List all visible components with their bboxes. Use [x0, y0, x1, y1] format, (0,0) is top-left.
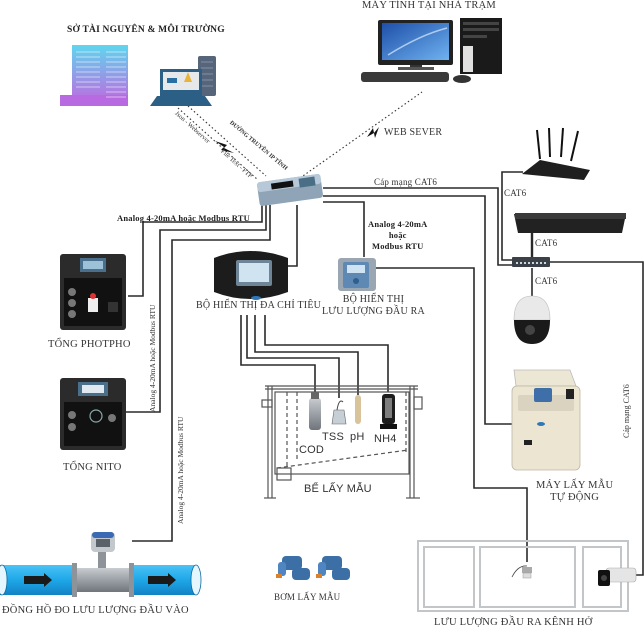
outflow-line2: LƯU LƯỢNG ĐẦU RA	[322, 306, 425, 317]
analog-modbus-label: Analog 4-20mA hoặc Modbus RTU	[117, 213, 251, 223]
lightning-icon	[367, 127, 379, 138]
wires	[124, 171, 644, 576]
flow-display-icon	[338, 258, 376, 291]
cat6-cable-label: Cáp mạng CAT6	[374, 177, 438, 187]
tss-sensor-icon	[331, 400, 347, 425]
controller-display-icon	[214, 251, 288, 300]
wire-router	[501, 171, 523, 261]
wire-ph	[254, 315, 359, 395]
department-label: SỞ TÀI NGUYÊN & MÔI TRƯỜNG	[67, 25, 225, 35]
cat6-nvr-label: CAT6	[535, 238, 558, 248]
wire-nh4	[264, 315, 389, 392]
laptop-server-icon	[150, 56, 216, 106]
station-pc-label: MÁY TÍNH TẠI NHÀ TRẠM	[362, 0, 496, 11]
nito-label: TỔNG NITO	[63, 462, 122, 473]
cod-sensor-icon	[309, 392, 321, 430]
office-building-icon	[60, 45, 128, 106]
network-switch-icon	[512, 257, 550, 267]
tank-label: BỂ LẤY MẪU	[304, 483, 372, 495]
analog-vertical-label-1: Analog 4-20mA hoặc Modbus RTU	[148, 304, 157, 412]
outflow-line1: BỘ HIỂN THỊ	[342, 294, 405, 305]
ph-sensor-icon	[355, 395, 361, 424]
bullet-camera-icon	[598, 567, 637, 586]
wire-autosampler	[323, 195, 512, 425]
flow-meter-icon	[0, 532, 202, 597]
sensor-label-cod: COD	[299, 444, 325, 456]
hoac-line: hoặc	[388, 230, 407, 240]
cat6-vertical-label: Cáp mạng CAT6	[622, 384, 631, 438]
photpho-label: TỔNG PHOTPHO	[48, 339, 131, 350]
nitrogen-analyzer-icon	[60, 378, 126, 450]
wire-multi	[288, 205, 298, 267]
web-server-label: WEB SEVER	[384, 127, 443, 138]
pump-icon	[276, 556, 310, 580]
wire-channel	[375, 267, 528, 562]
pump-icon	[316, 556, 350, 580]
wire-nito	[124, 205, 267, 413]
pump-label: BƠM LẤY MẪU	[274, 592, 341, 602]
wire-bullet	[550, 261, 644, 576]
multi-display-label: BỘ HIỂN THỊ ĐA CHỈ TIÊU	[196, 300, 322, 311]
ultrasonic-sensor-icon	[511, 565, 532, 579]
sensor-label-ph: pH	[350, 431, 365, 443]
wire-tss	[246, 315, 340, 398]
modbus-line: Modbus RTU	[371, 241, 424, 251]
phosphorus-analyzer-icon	[60, 254, 126, 330]
datalogger-icon	[257, 174, 323, 206]
wire-cat6-switch	[323, 187, 512, 266]
wire-cod	[240, 315, 316, 398]
outflow-display-label: BỘ HIỂN THỊ LƯU LƯỢNG ĐẦU RA	[322, 294, 425, 318]
nh4-sensor-icon	[380, 394, 397, 429]
nvr-recorder-icon	[514, 213, 626, 233]
wifi-router-icon	[522, 127, 590, 180]
cat6-camera-label: CAT6	[535, 276, 558, 286]
sensor-label-nh4: NH4	[374, 433, 397, 445]
inflow-meter-label: ĐỒNG HỒ ĐO LƯU LƯỢNG ĐẦU VÀO	[2, 605, 189, 616]
analog-modbus-flow-label: Analog 4-20mA hoặc Modbus RTU	[368, 219, 428, 252]
sampling-tank	[261, 385, 423, 499]
autosampler-line1: MÁY LẤY MẪU	[536, 480, 614, 491]
lightning-icon	[215, 141, 234, 153]
wire-inflow	[132, 205, 271, 542]
desktop-computer-icon	[361, 18, 502, 83]
autosampler-line2: TỰ ĐỘNG	[550, 492, 600, 503]
ptz-camera-icon	[513, 295, 551, 344]
wire-photpho	[128, 205, 263, 297]
wire-outflow	[323, 201, 365, 257]
analog-vertical-label-2: Analog 4-20mA hoặc Modbus RTU	[176, 416, 185, 524]
open-channel-label: LƯU LƯỢNG ĐẦU RA KÊNH HỞ	[434, 617, 593, 628]
cat6-router-label: CAT6	[504, 188, 527, 198]
sensor-label-tss: TSS	[322, 431, 344, 443]
autosampler-label: MÁY LẤY MẪU TỰ ĐỘNG	[536, 480, 613, 504]
autosampler-icon	[511, 369, 581, 471]
analog-line: Analog 4-20mA	[368, 219, 428, 229]
dotted-links	[177, 91, 423, 181]
